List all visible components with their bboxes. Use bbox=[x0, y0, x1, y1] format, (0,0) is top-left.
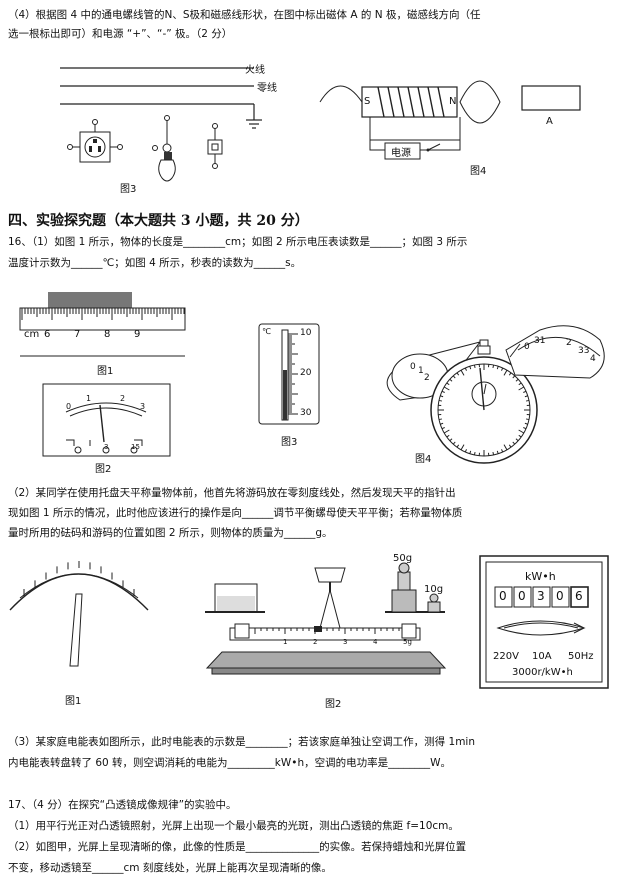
stopwatch-small-dial-label: 0 bbox=[410, 362, 416, 372]
q4-line-2: 选一根标出即可）和电源 “+”、“-” 极。（2 分） bbox=[8, 28, 233, 40]
fig3-caption: 图3 bbox=[120, 184, 137, 195]
balance-caption: 图2 bbox=[325, 699, 342, 710]
ruler-unit-label: cm bbox=[24, 329, 40, 340]
rider-scale-label: 1 bbox=[283, 638, 288, 646]
q16-p2-line-3: 量时所用的砝码和游码的位置如图 2 所示，则物体的质量为______g。 bbox=[8, 527, 333, 539]
stopwatch-big-dial-label: 33 bbox=[578, 346, 590, 356]
balance-pointer-scale bbox=[9, 561, 149, 667]
rider-scale-label: 4 bbox=[373, 638, 378, 646]
thermometer-tick-label: 10 bbox=[300, 328, 312, 338]
voltmeter-scale-label: 1 bbox=[86, 394, 92, 403]
meter-rate: 3000r/kW•h bbox=[512, 667, 573, 678]
magnet-a bbox=[521, 85, 581, 111]
meter-digit-box bbox=[551, 586, 570, 608]
meter-current: 10A bbox=[532, 651, 552, 662]
ruler-tick-label: 7 bbox=[74, 329, 81, 340]
stopwatch-small-dial-label: 2 bbox=[424, 373, 430, 383]
ruler-caption: 图1 bbox=[97, 366, 114, 377]
power-supply-label: 电源 bbox=[391, 148, 411, 159]
fig4-caption: 图4 bbox=[470, 166, 487, 177]
balance bbox=[205, 562, 447, 675]
voltmeter-terminal-label: 3 bbox=[104, 443, 109, 451]
fig4-solenoid bbox=[319, 80, 581, 160]
balance-scale-caption: 图1 bbox=[65, 696, 82, 707]
ruler-tick-label: 9 bbox=[134, 329, 141, 340]
q16-p3-line-2: 内电能表转盘转了 60 转，则空调消耗的电能为_________kW•h，空调的… bbox=[8, 757, 451, 769]
thermometer-unit: ℃ bbox=[262, 327, 271, 336]
voltmeter-scale-label: 0 bbox=[66, 402, 72, 411]
neutral-wire-label: 零线 bbox=[257, 83, 277, 94]
ruler-tick-label: 6 bbox=[44, 329, 51, 340]
voltmeter-terminal-label: 15 bbox=[131, 443, 140, 451]
stopwatch-big-dial-label: 0 bbox=[524, 342, 530, 352]
electric-meter bbox=[479, 555, 609, 689]
ruler bbox=[19, 292, 186, 357]
stopwatch-caption: 图4 bbox=[415, 454, 432, 465]
rider-scale-label: 2 bbox=[313, 638, 318, 646]
q16-p3-line-1: （3）某家庭电能表如图所示，此时电能表的示数是________；若该家庭单独让空… bbox=[8, 736, 475, 748]
voltmeter-caption: 图2 bbox=[95, 464, 112, 475]
voltmeter bbox=[42, 383, 171, 457]
stopwatch-big-dial-label: 2 bbox=[566, 338, 572, 348]
weight-50g-label: 50g bbox=[393, 553, 413, 564]
solenoid-s-pole: S bbox=[364, 96, 371, 107]
meter-unit: kW•h bbox=[525, 570, 556, 583]
meter-digit: 6 bbox=[575, 589, 583, 603]
rider-scale-label: 3 bbox=[343, 638, 348, 646]
stopwatch-small-dial-label: 1 bbox=[418, 366, 424, 376]
meter-digit-box bbox=[513, 586, 532, 608]
meter-digit-box bbox=[532, 586, 551, 608]
meter-digit: 0 bbox=[518, 589, 526, 603]
q4-line-1: （4）根据图 4 中的通电螺线管的N、S极和磁感线形状，在图中标出磁体 A 的 … bbox=[8, 9, 481, 21]
weight-10g-label: 10g bbox=[424, 584, 444, 595]
q16-p1-line-1: 16、（1）如图 1 所示，物体的长度是________cm；如图 2 所示电压… bbox=[8, 236, 468, 248]
rider-scale-label: 5g bbox=[403, 638, 412, 646]
meter-frequency: 50Hz bbox=[568, 651, 594, 662]
magnet-a-label: A bbox=[546, 116, 553, 127]
live-wire-label: 火线 bbox=[245, 65, 265, 76]
q16-p2-line-2: 现如图 1 所示的情况，此时他应该进行的操作是向______调节平衡螺母使天平平… bbox=[8, 507, 463, 519]
stopwatch bbox=[386, 325, 605, 464]
ruler-tick-label: 8 bbox=[104, 329, 111, 340]
meter-digit: 3 bbox=[537, 589, 545, 603]
meter-digit-box bbox=[494, 586, 513, 608]
meter-digit-box bbox=[570, 586, 589, 608]
thermometer-caption: 图3 bbox=[281, 437, 298, 448]
power-supply bbox=[384, 142, 421, 160]
thermometer-tick-label: 30 bbox=[300, 408, 312, 418]
q17-line-3: （2）如图甲，光屏上呈现清晰的像，此像的性质是______________的实像… bbox=[8, 841, 467, 853]
thermometer bbox=[258, 323, 320, 425]
thermometer-tick-label: 20 bbox=[300, 368, 312, 378]
meter-voltage: 220V bbox=[493, 651, 519, 662]
stopwatch-big-dial-label: 4 bbox=[590, 354, 596, 364]
voltmeter-scale-label: 3 bbox=[140, 402, 146, 411]
q17-line-2: （1）用平行光正对凸透镜照射，光屏上出现一个最小最亮的光斑，测出凸透镜的焦距 f… bbox=[8, 820, 459, 832]
solenoid-n-pole: N bbox=[449, 96, 457, 107]
q16-p2-line-1: （2）某同学在使用托盘天平称量物体前，他首先将游码放在零刻度线处，然后发现天平的… bbox=[8, 487, 456, 499]
voltmeter-scale-label: 2 bbox=[120, 394, 126, 403]
q16-p1-line-2: 温度计示数为______℃；如图 4 所示，秒表的读数为______s。 bbox=[8, 257, 302, 269]
section-4-heading: 四、实验探究题（本大题共 3 小题，共 20 分） bbox=[8, 213, 309, 229]
meter-digit: 0 bbox=[556, 589, 564, 603]
q17-line-1: 17、（4 分）在探究“凸透镜成像规律”的实验中。 bbox=[8, 799, 237, 811]
meter-digit: 0 bbox=[499, 589, 507, 603]
q17-line-4: 不变，移动透镜至______cm 刻度线处，光屏上能再次呈现清晰的像。 bbox=[8, 862, 332, 874]
stopwatch-big-dial-label: 31 bbox=[534, 336, 546, 346]
